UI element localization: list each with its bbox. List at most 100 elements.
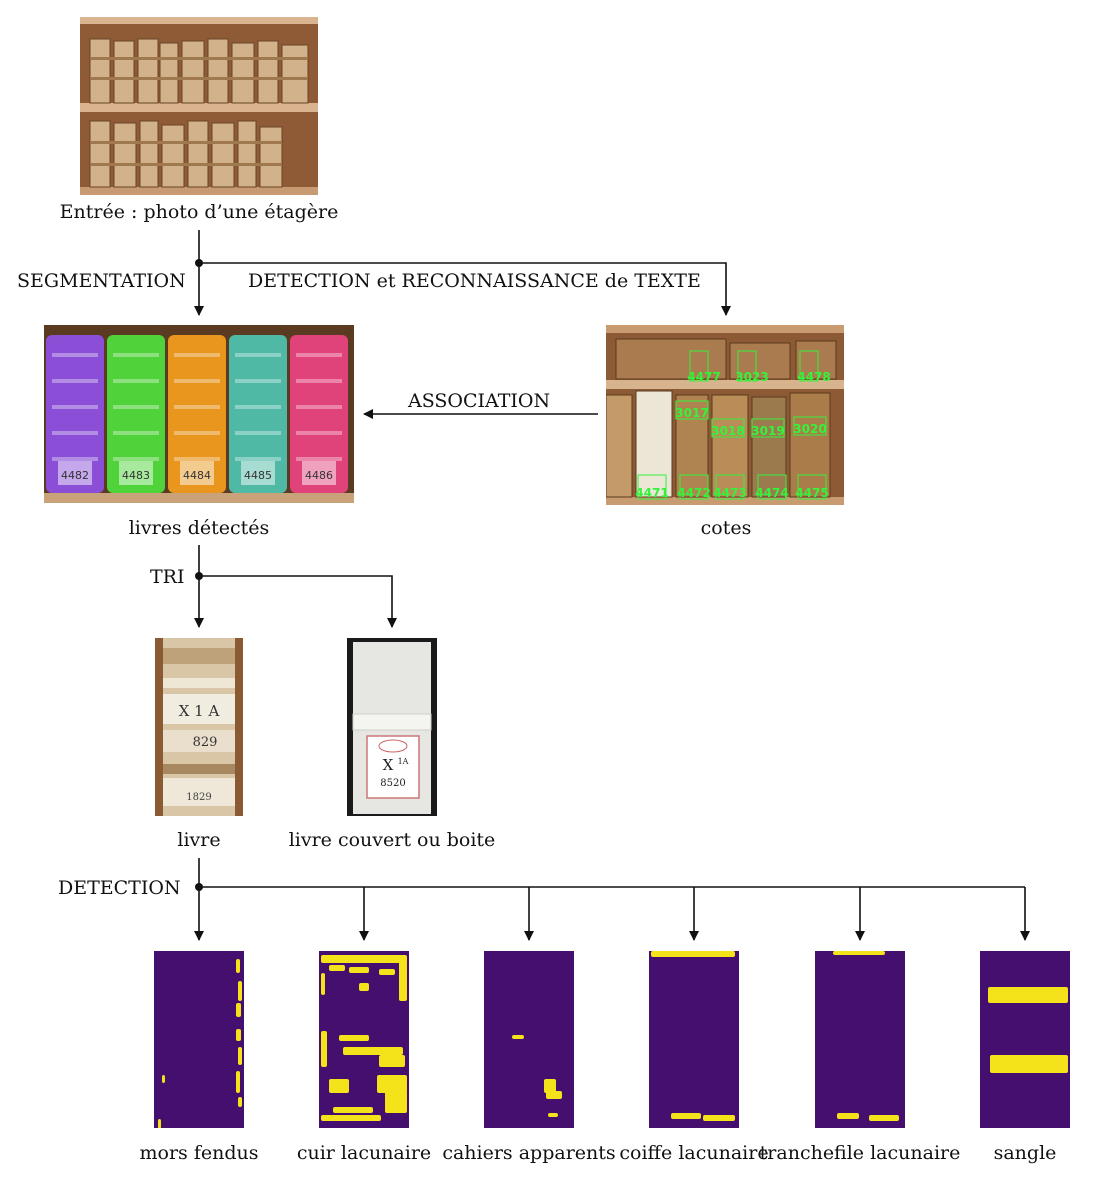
mask-region: [359, 983, 369, 991]
mask-region: [321, 1115, 381, 1121]
segmentation-label: SEGMENTATION: [17, 270, 186, 292]
segmented-book: 4486: [290, 335, 348, 493]
segmented-book-label: 4484: [183, 469, 211, 482]
detection-caption: mors fendus: [139, 1142, 259, 1164]
detection-mask: [154, 951, 244, 1128]
shelf-code: 3023: [735, 370, 768, 384]
mask-region: [158, 1119, 161, 1128]
detection-caption: coiffe lacunaire: [619, 1142, 769, 1164]
input-shelf-photo: [80, 17, 318, 195]
mask-region: [379, 969, 395, 975]
box-label-number: 8520: [380, 778, 405, 789]
mask-region: [238, 1047, 242, 1065]
mask-region: [385, 1091, 407, 1113]
detection-mask: [980, 951, 1070, 1128]
segmented-book: 4484: [168, 335, 226, 493]
mask-region: [329, 965, 345, 971]
shelf-code-box: [675, 400, 709, 420]
shelf-code-box: [679, 474, 709, 500]
shelf-code-box: [737, 350, 757, 382]
shelf-code: 4478: [797, 370, 830, 384]
mask-region: [238, 1097, 242, 1107]
segmented-books-image: 4482 4483 4484 4485 4486: [44, 325, 354, 503]
book-spine-image: X 1 A 829 1829: [155, 638, 243, 816]
shelf-code: 4472: [677, 486, 710, 500]
shelf-code-box: [689, 350, 709, 382]
mask-region: [990, 1055, 1068, 1073]
segmented-book-label: 4483: [122, 469, 150, 482]
shelf-code: 4471: [635, 486, 668, 500]
mask-region: [833, 951, 885, 955]
mask-region: [321, 1031, 327, 1067]
text-detection-label: DETECTION et RECONNAISSANCE de TEXTE: [248, 270, 701, 292]
segmented-book-label: 4485: [244, 469, 272, 482]
detected-books-caption: livres détectés: [128, 517, 270, 539]
junction-dot: [195, 259, 203, 267]
shelf-code-box: [751, 418, 785, 438]
segmented-book-label: 4486: [305, 469, 333, 482]
mask-region: [544, 1079, 556, 1093]
shelf-code-box: [793, 416, 827, 436]
shelf-code: 3018: [711, 424, 744, 438]
mask-region: [349, 967, 369, 973]
box-label-x: X: [383, 756, 394, 774]
shelf-code: 4477: [687, 370, 720, 384]
covered-book-caption: livre couvert ou boite: [288, 829, 496, 851]
shelf-code-box: [637, 474, 667, 500]
mask-region: [321, 955, 407, 963]
junction-dot: [195, 572, 203, 580]
mask-region: [236, 1003, 241, 1017]
book-caption: livre: [177, 829, 221, 851]
shelf-code-box: [797, 474, 827, 500]
spine-mark-3: 1829: [186, 792, 211, 803]
spine-mark-1: X 1 A: [179, 702, 220, 720]
segmented-book: 4482: [46, 335, 104, 493]
box-label-sup: 1A: [398, 757, 409, 766]
detection-caption: tranchefile lacunaire: [759, 1142, 961, 1164]
shelf-code-box: [711, 418, 745, 438]
junction-dot: [195, 883, 203, 891]
spine-mark-2: 829: [193, 735, 218, 750]
arrow-text-detection: [199, 262, 731, 316]
mask-region: [837, 1113, 859, 1119]
shelfmarks-caption: cotes: [700, 517, 752, 539]
segmented-book: 4485: [229, 335, 287, 493]
input-caption: Entrée : photo d’une étagère: [59, 201, 339, 223]
shelf-code-box: [757, 474, 787, 500]
detection-caption: cuir lacunaire: [296, 1142, 432, 1164]
shelf-code: 4473: [713, 486, 746, 500]
detection-label: DETECTION: [58, 877, 181, 899]
mask-region: [671, 1113, 701, 1119]
mask-region: [321, 973, 325, 995]
mask-region: [236, 1071, 240, 1093]
mask-region: [988, 987, 1068, 1003]
detection-mask: [484, 951, 574, 1128]
detection-mask: [319, 951, 409, 1128]
sort-label: TRI: [150, 566, 185, 588]
association-label: ASSOCIATION: [408, 390, 551, 412]
detection-caption: sangle: [993, 1142, 1057, 1164]
segmented-book: 4483: [107, 335, 165, 493]
mask-region: [651, 951, 735, 957]
segmented-book-label: 4482: [61, 469, 89, 482]
mask-region: [869, 1115, 899, 1121]
detection-mask: [815, 951, 905, 1128]
mask-region: [236, 959, 240, 973]
mask-region: [379, 1055, 405, 1067]
shelf-code: 3020: [793, 422, 826, 436]
mask-region: [546, 1091, 562, 1099]
mask-region: [703, 1115, 735, 1121]
shelf-code: 4475: [795, 486, 828, 500]
mask-region: [339, 1035, 369, 1041]
shelf-code: 3017: [675, 406, 708, 420]
mask-region: [333, 1107, 373, 1113]
detection-mask: [649, 951, 739, 1128]
shelf-code: 3019: [751, 424, 784, 438]
arrow-tri-box: [199, 575, 397, 628]
shelf-code-box: [715, 474, 745, 500]
mask-region: [377, 1075, 407, 1093]
detection-caption: cahiers apparents: [442, 1142, 616, 1164]
mask-region: [343, 1047, 403, 1055]
